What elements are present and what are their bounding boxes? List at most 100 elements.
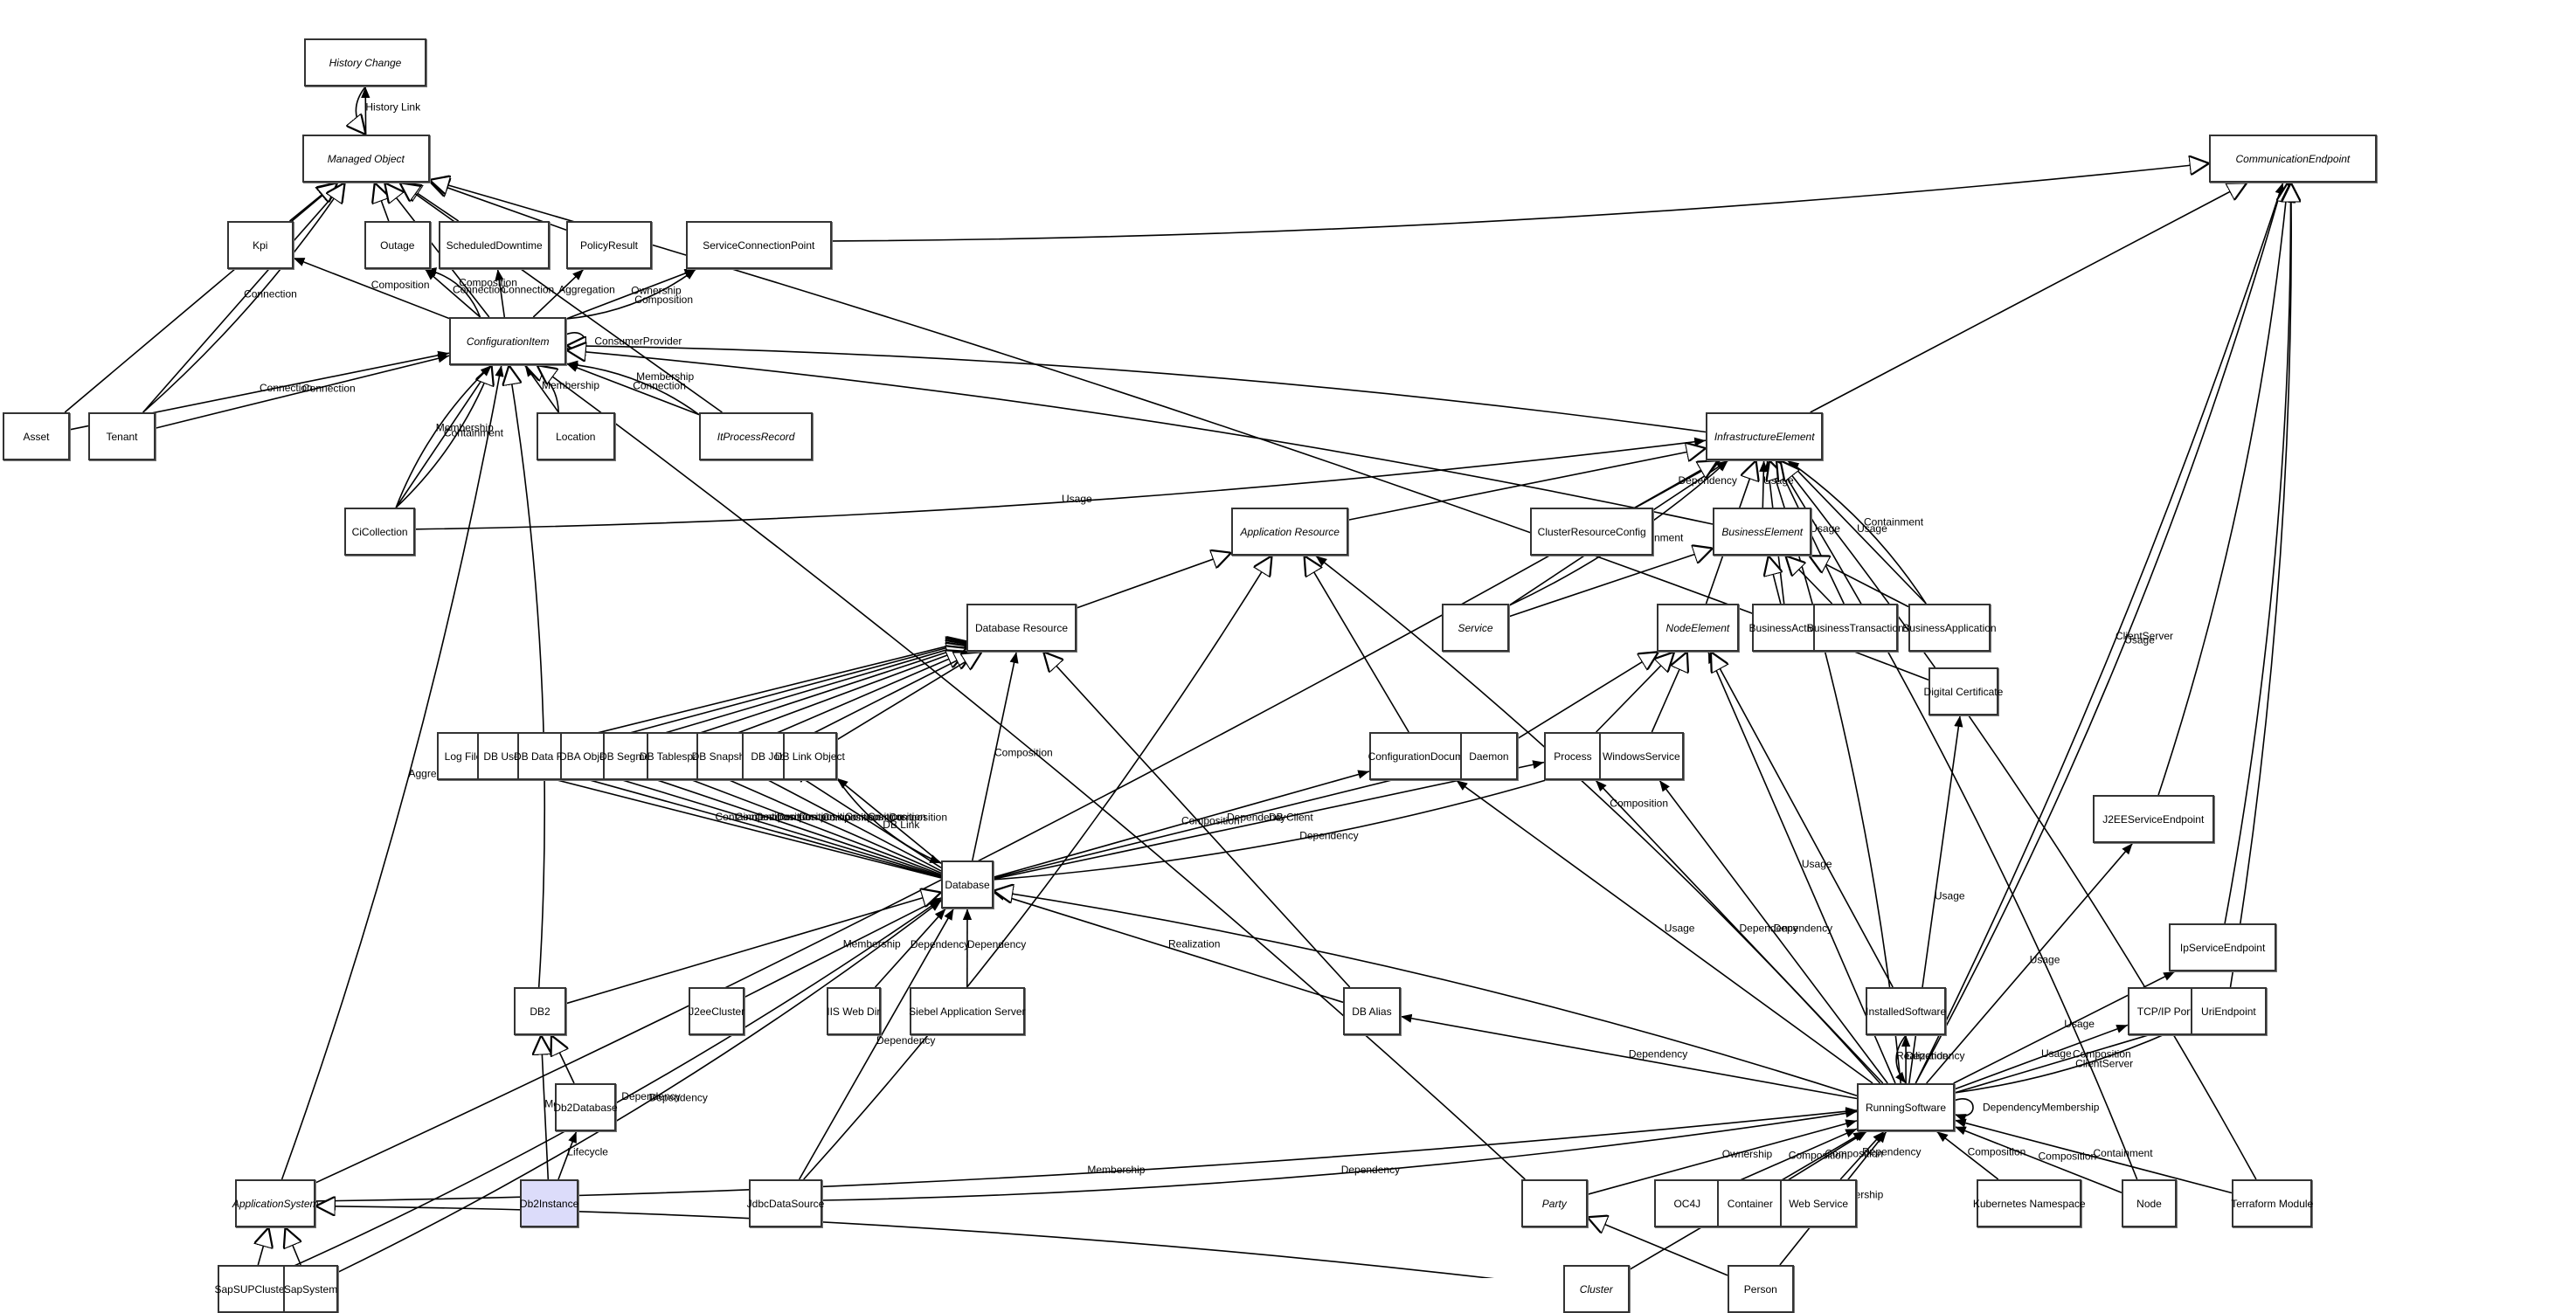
class-node-label: Managed Object [328,153,405,165]
class-node-communicationendpoint[interactable]: CommunicationEndpoint [2209,135,2377,183]
generalization-edge[interactable] [1776,460,2137,1179]
edge-label: ClientServer [2075,1057,2133,1069]
class-node-infrastructureelement[interactable]: InfrastructureElement [1706,412,1823,460]
class-node-label: Log File [445,750,482,763]
association-edge[interactable] [566,333,585,350]
generalization-edge[interactable] [1305,556,1409,732]
class-node-windowsservice[interactable]: WindowsService [1599,732,1684,780]
class-node-businesselement[interactable]: BusinessElement [1713,508,1811,556]
class-node-cluster[interactable]: Cluster [1563,1265,1630,1313]
class-node-historychange[interactable]: History Change [304,38,426,86]
class-node-uriendpoint[interactable]: UriEndpoint [2191,987,2267,1035]
class-node-terraformmodule[interactable]: Terraform Module [2232,1179,2312,1227]
class-node-node[interactable]: Node [2122,1179,2177,1227]
class-node-label: Tenant [106,431,137,443]
generalization-edge[interactable] [315,460,1717,1183]
class-node-party[interactable]: Party [1521,1179,1588,1227]
generalization-edge[interactable] [315,1206,1563,1278]
class-node-label: Asset [23,431,49,443]
edge-label: Connection [502,284,555,296]
class-node-dblinkobject[interactable]: DB Link Object [783,732,837,780]
class-node-sapsupcluster[interactable]: SapSUPCluster [218,1265,285,1313]
generalization-edge[interactable] [286,1227,301,1265]
class-node-database[interactable]: Database [941,860,994,909]
class-node-location[interactable]: Location [537,412,615,460]
association-edge[interactable] [338,901,941,1272]
class-node-itprocessrecord[interactable]: ItProcessRecord [699,412,813,460]
class-node-label: Kubernetes Namespace [1973,1198,2086,1210]
class-node-label: ApplicationSystem [232,1198,319,1210]
generalization-edge[interactable] [794,652,974,743]
generalization-edge[interactable] [375,183,389,221]
class-node-databaseresource[interactable]: Database Resource [966,604,1077,652]
generalization-edge[interactable] [1518,652,1658,738]
class-node-process[interactable]: Process [1544,732,1602,780]
generalization-edge[interactable] [1711,652,1893,987]
class-node-daemon[interactable]: Daemon [1460,732,1518,780]
class-node-installedsoftware[interactable]: InstalledSoftware [1866,987,1946,1035]
class-node-asset[interactable]: Asset [3,412,70,460]
generalization-edge[interactable] [551,1035,574,1083]
class-node-ipserviceendpoint[interactable]: IpServiceEndpoint [2169,923,2276,971]
class-node-label: Application Resource [1240,526,1339,538]
class-node-kubernetesnamespace[interactable]: Kubernetes Namespace [1977,1179,2081,1227]
generalization-edge[interactable] [2231,183,2292,987]
class-node-runningsoftware[interactable]: RunningSoftware [1857,1083,1955,1131]
class-node-person[interactable]: Person [1728,1265,1794,1313]
generalization-edge[interactable] [1811,183,2247,412]
class-node-siebelapplicationserver[interactable]: Siebel Application Server [910,987,1025,1035]
generalization-edge[interactable] [1077,553,1231,608]
generalization-edge[interactable] [258,1227,268,1265]
class-node-iiswebdir[interactable]: IIS Web Dir [827,987,881,1035]
generalization-edge[interactable] [832,163,2209,241]
class-node-businesstransaction[interactable]: BusinessTransaction [1813,604,1898,652]
class-node-nodeelement[interactable]: NodeElement [1657,604,1739,652]
class-node-label: Db2Instance [520,1198,578,1210]
association-edge[interactable] [1955,1099,1973,1116]
edge-label: Lifecycle [567,1146,608,1158]
class-node-dbalias[interactable]: DB Alias [1343,987,1401,1035]
class-node-managedobject[interactable]: Managed Object [302,135,430,183]
class-node-digitalcertificate[interactable]: Digital Certificate [1929,667,1998,715]
class-node-label: WindowsService [1603,750,1680,763]
class-node-serviceconnectionpoint[interactable]: ServiceConnectionPoint [686,221,832,269]
edge-label: Dependency [1774,923,1832,935]
edge-label: History Link [365,101,421,114]
class-node-cicollection[interactable]: CiCollection [344,508,415,556]
class-node-applicationresource[interactable]: Application Resource [1231,508,1348,556]
class-node-kpi[interactable]: Kpi [227,221,294,269]
class-node-label: BusinessTransaction [1807,622,1904,634]
class-node-tenant[interactable]: Tenant [88,412,156,460]
class-node-db2[interactable]: DB2 [514,987,566,1035]
class-node-db2database[interactable]: Db2Database [555,1083,616,1131]
class-node-oc4j[interactable]: OC4J [1654,1179,1721,1227]
class-node-outage[interactable]: Outage [364,221,431,269]
edge-label: Usage [2064,1018,2095,1030]
class-node-service[interactable]: Service [1442,604,1509,652]
class-node-container[interactable]: Container [1717,1179,1783,1227]
class-node-db2instance[interactable]: Db2Instance [520,1179,578,1227]
edge-label: Composition [994,747,1053,759]
generalization-edge[interactable] [356,86,365,135]
class-node-clusterresourceconfig[interactable]: ClusterResourceConfig [1530,508,1653,556]
generalization-edge[interactable] [1652,652,1686,732]
edge-label: Dependency [876,1034,935,1047]
class-node-label: Node [2136,1198,2162,1210]
class-node-j2eecluster[interactable]: J2eeCluster [689,987,744,1035]
class-node-j2eeserviceendpoint[interactable]: J2EEServiceEndpoint [2093,795,2214,843]
class-node-businessapplication[interactable]: BusinessApplication [1908,604,1991,652]
edge-label: DB Link [883,819,920,831]
class-node-label: DB Alias [1352,1005,1391,1018]
class-node-dbsnapshot[interactable]: DB Snapshot [696,732,749,780]
class-node-sapsystem[interactable]: SapSystem [283,1265,338,1313]
generalization-edge[interactable] [1596,652,1674,732]
class-node-label: TCP/IP Port [2137,1005,2193,1018]
class-node-webservice[interactable]: Web Service [1780,1179,1857,1227]
class-node-applicationsystem[interactable]: ApplicationSystem [235,1179,315,1227]
generalization-edge[interactable] [290,183,337,221]
class-node-configurationitem[interactable]: ConfigurationItem [449,317,566,365]
class-node-policyresult[interactable]: PolicyResult [566,221,652,269]
edge-label: Composition [2039,1150,2097,1162]
class-node-scheduleddowntime[interactable]: ScheduledDowntime [439,221,550,269]
class-node-jdbcdatasource[interactable]: JdbcDataSource [749,1179,822,1227]
